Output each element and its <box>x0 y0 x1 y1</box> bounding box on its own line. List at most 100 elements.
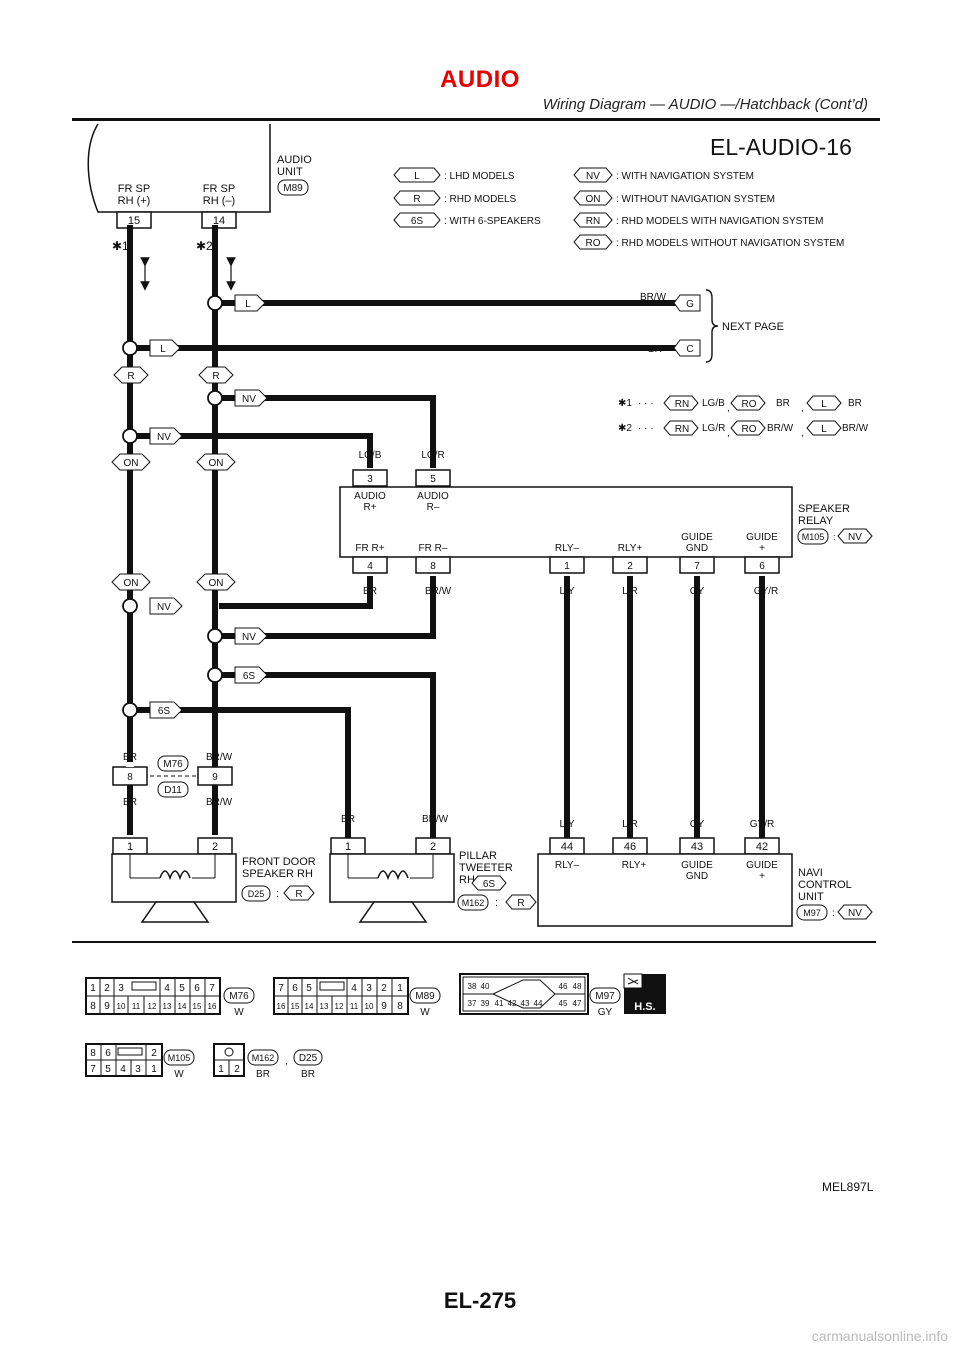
svg-text:RLY–: RLY– <box>555 543 580 554</box>
svg-text:6S: 6S <box>243 671 256 682</box>
audio-unit-label-2: UNIT <box>277 166 303 178</box>
svg-text:11: 11 <box>132 1002 141 1011</box>
wire-tag-left-nv: NV <box>149 427 183 445</box>
svg-text:+: + <box>759 871 765 882</box>
svg-text:14: 14 <box>305 1002 314 1011</box>
relay-top-pin-5: LG/R 5 AUDIO R– <box>415 450 451 513</box>
legend: L: LHD MODELS R: RHD MODELS 6S: WITH 6-S… <box>393 167 844 250</box>
relay-bottom-pin-2: RLY+ 2 L/R <box>612 543 648 597</box>
svg-text:,: , <box>285 1056 288 1067</box>
svg-text:RO: RO <box>742 399 757 410</box>
svg-text:10: 10 <box>117 1002 126 1011</box>
svg-text:BR: BR <box>848 398 862 409</box>
svg-text:G: G <box>686 299 694 310</box>
svg-text:43: 43 <box>521 999 530 1008</box>
svg-text:3: 3 <box>135 1064 141 1075</box>
wire-tag-left-on: ON <box>111 453 151 471</box>
svg-text:GUIDE: GUIDE <box>746 860 778 871</box>
svg-text:R: R <box>212 371 219 382</box>
svg-text:LG/B: LG/B <box>359 450 382 461</box>
svg-text:RH: RH <box>459 874 475 886</box>
svg-text::: : <box>832 908 835 919</box>
svg-text:13: 13 <box>163 1002 172 1011</box>
svg-text:GND: GND <box>686 543 708 554</box>
svg-text:38: 38 <box>468 982 477 991</box>
svg-text:BR: BR <box>256 1069 270 1080</box>
star-1-mark: ✱1 <box>112 239 129 253</box>
svg-text:✱1: ✱1 <box>618 398 632 409</box>
svg-text:4: 4 <box>164 983 170 994</box>
svg-text:4: 4 <box>351 983 357 994</box>
svg-text:BR: BR <box>363 586 377 597</box>
legend-item-6s: 6S: WITH 6-SPEAKERS <box>393 212 541 228</box>
svg-text:GUIDE: GUIDE <box>746 532 778 543</box>
svg-text:5: 5 <box>430 474 436 485</box>
option-arrows <box>140 257 236 291</box>
svg-text:W: W <box>420 1007 430 1018</box>
svg-text:GY: GY <box>598 1007 613 1018</box>
svg-text:8: 8 <box>430 561 436 572</box>
svg-text:14: 14 <box>213 215 225 227</box>
svg-text:ON: ON <box>124 458 139 469</box>
svg-text:1: 1 <box>345 841 351 853</box>
svg-text:AUDIO: AUDIO <box>417 491 449 502</box>
svg-text:7: 7 <box>209 983 215 994</box>
reference-code: MEL897L <box>822 1180 874 1194</box>
svg-text:1: 1 <box>127 841 133 853</box>
svg-text:LG/B: LG/B <box>702 398 725 409</box>
svg-text:AUDIO: AUDIO <box>354 491 386 502</box>
svg-text:GY/R: GY/R <box>754 586 778 597</box>
star-note-2: ✱2 · · · RN LG/R , RO BR/W , L BR/W <box>618 420 869 439</box>
svg-text:RN: RN <box>675 399 689 410</box>
svg-text:8: 8 <box>127 772 133 783</box>
svg-text:42: 42 <box>508 999 517 1008</box>
svg-text:9: 9 <box>212 772 218 783</box>
audio-unit <box>87 123 271 213</box>
diagram-id: EL-AUDIO-16 <box>710 134 852 160</box>
connector-view-m76: 1 2 3 4 5 6 7 8 9 10 11 12 13 14 15 16 M… <box>85 977 255 1018</box>
svg-text:8: 8 <box>90 1048 96 1059</box>
svg-text::: : <box>833 532 836 542</box>
svg-text:,: , <box>801 403 804 414</box>
svg-text:ON: ON <box>209 578 224 589</box>
svg-text:NAVI: NAVI <box>798 867 823 879</box>
harness-side-icon: H.S. <box>623 973 666 1014</box>
svg-text:PILLAR: PILLAR <box>459 850 497 862</box>
svg-text:GY: GY <box>690 586 705 597</box>
audio-pin-14-label-2: RH (–) <box>203 195 235 207</box>
svg-text:W: W <box>234 1007 244 1018</box>
svg-text:BR/W: BR/W <box>767 423 794 434</box>
svg-text:BR: BR <box>123 797 137 808</box>
svg-text:ON: ON <box>124 578 139 589</box>
svg-text:11: 11 <box>350 1002 359 1011</box>
wire-tag-left-r: R <box>113 366 149 384</box>
svg-text:R–: R– <box>427 502 440 513</box>
svg-text:10: 10 <box>365 1002 374 1011</box>
svg-text:LG/R: LG/R <box>702 423 725 434</box>
svg-text:2: 2 <box>627 561 633 572</box>
svg-text:7: 7 <box>90 1064 96 1075</box>
svg-text:NV: NV <box>848 532 862 543</box>
svg-text:BR: BR <box>301 1069 315 1080</box>
svg-text:: RHD MODELS: : RHD MODELS <box>444 194 517 205</box>
svg-text:47: 47 <box>573 999 582 1008</box>
joint-connector: BR BR/W 8 9 M76 D11 BR BR/W <box>112 752 233 808</box>
svg-text:1: 1 <box>151 1064 157 1075</box>
svg-text:5: 5 <box>179 983 185 994</box>
relay-bottom-pin-7: GUIDE GND 7 GY <box>679 532 715 597</box>
svg-text:BR: BR <box>341 814 355 825</box>
svg-text:GY/R: GY/R <box>750 819 774 830</box>
svg-text:: WITH NAVIGATION SYSTEM: : WITH NAVIGATION SYSTEM <box>616 171 754 182</box>
svg-text:16: 16 <box>277 1002 286 1011</box>
svg-text:6S: 6S <box>411 216 424 227</box>
audio-unit-connector-tag: M89 <box>277 179 309 196</box>
svg-text:L/Y: L/Y <box>559 819 574 830</box>
svg-text:43: 43 <box>691 841 703 853</box>
svg-text:RLY+: RLY+ <box>618 543 643 554</box>
svg-text:RLY–: RLY– <box>555 860 580 871</box>
svg-text:41: 41 <box>495 999 504 1008</box>
svg-text:R: R <box>413 194 420 205</box>
splice-points <box>122 295 223 718</box>
svg-text:: WITHOUT NAVIGATION SYSTEM: : WITHOUT NAVIGATION SYSTEM <box>616 194 775 205</box>
